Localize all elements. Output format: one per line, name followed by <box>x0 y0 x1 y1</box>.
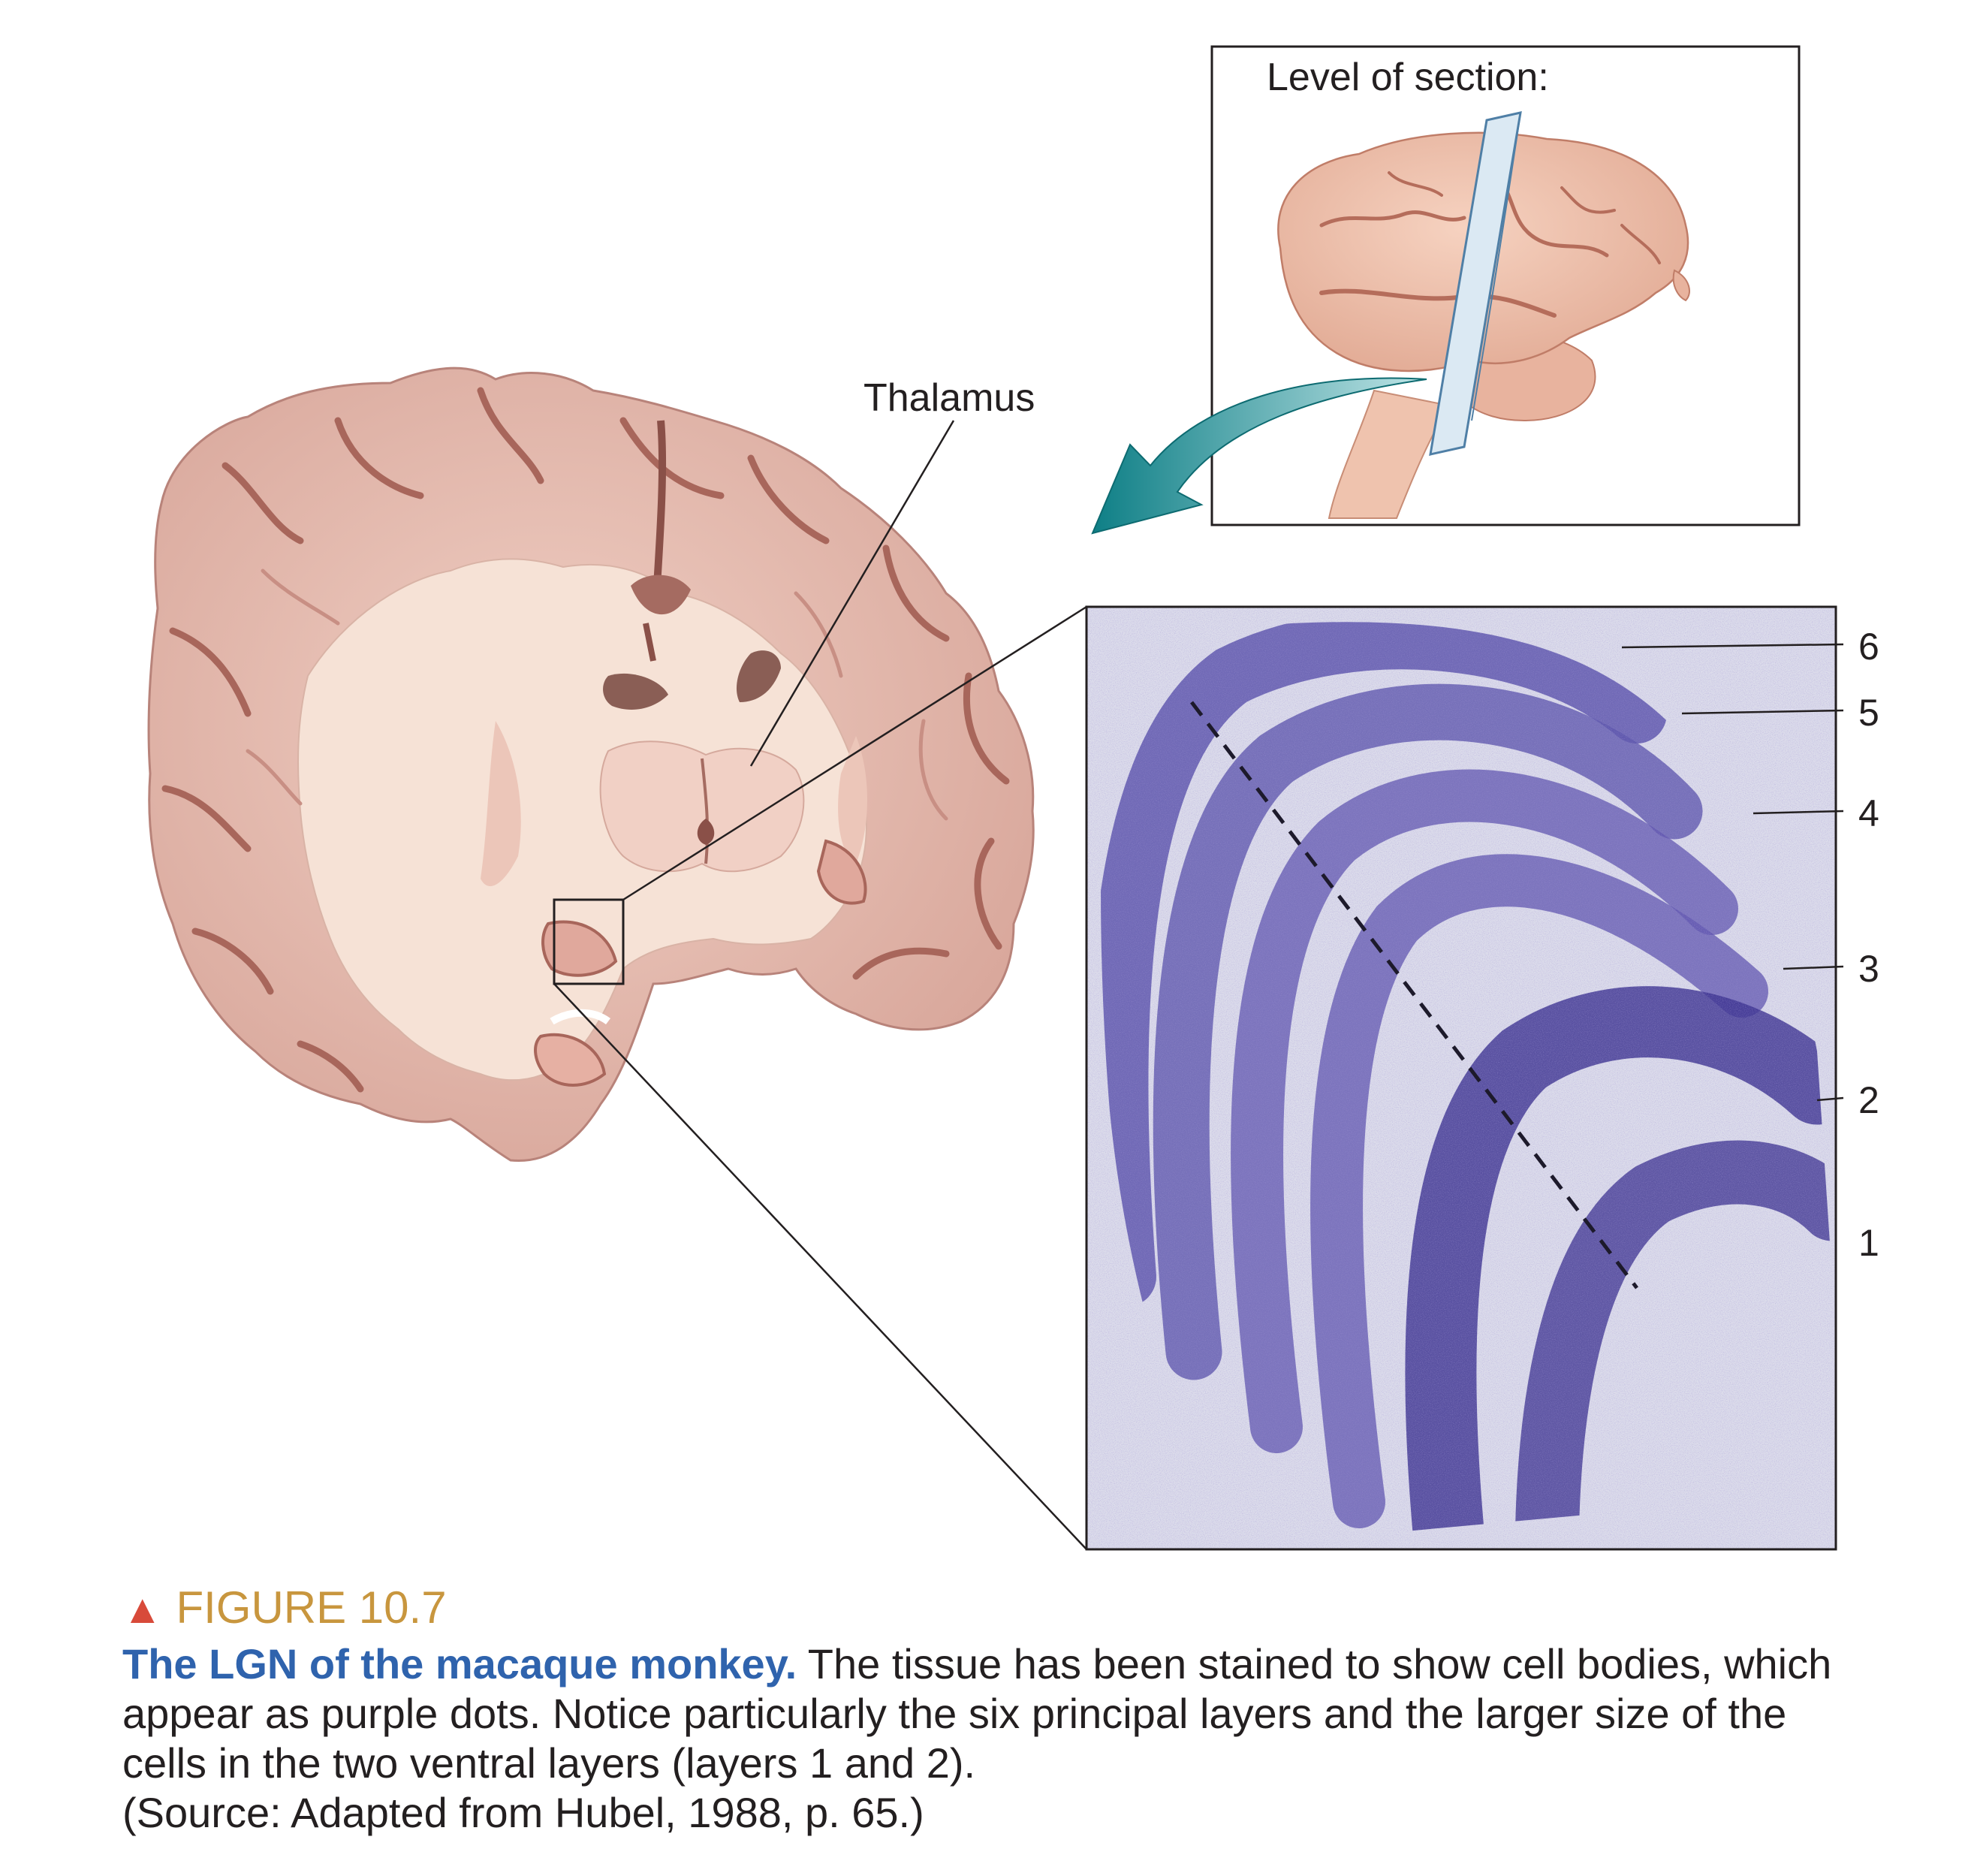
thalamus-region <box>599 740 805 873</box>
lgn-highlight-box <box>553 898 625 985</box>
lateral-brain-illustration <box>1277 111 1690 519</box>
caption-body: The LGN of the macaque monkey. The tissu… <box>122 1639 1849 1838</box>
lateral-ventricle-right <box>736 650 781 702</box>
zoom-line-top <box>622 605 1087 901</box>
layer-leader-lines <box>1621 643 1844 1102</box>
lgn-micrograph <box>1085 605 1837 1551</box>
section-level-inset: Level of section: <box>1210 45 1801 526</box>
layer-label-3: 3 <box>1858 948 1879 990</box>
figure-caption: ▲ FIGURE 10.7 The LGN of the macaque monk… <box>122 1581 1849 1838</box>
section-plane <box>1429 111 1522 456</box>
section-arrow <box>1091 377 1427 535</box>
layer-label-6: 6 <box>1858 626 1879 668</box>
layer-label-1: 1 <box>1858 1222 1879 1264</box>
caption-text: The tissue has been stained to show cell… <box>122 1640 1832 1787</box>
figure-illustration: Level of section: <box>147 45 1879 1551</box>
layer-label-4: 4 <box>1858 792 1879 834</box>
thalamus-leader-line <box>749 420 955 767</box>
caption-title: The LGN of the macaque monkey. <box>122 1640 797 1687</box>
micrograph-frame <box>1085 605 1837 1551</box>
figure-heading: ▲ FIGURE 10.7 <box>122 1581 1849 1636</box>
coronal-brain-section <box>147 366 1035 1163</box>
layer-label-5: 5 <box>1858 692 1879 734</box>
lateral-ventricle-left <box>603 673 668 710</box>
micrograph-dashed-line <box>1190 701 1638 1289</box>
level-of-section-label: Level of section: <box>1267 56 1549 99</box>
thalamus-label: Thalamus <box>863 376 1035 420</box>
caption-source: (Source: Adapted from Hubel, 1988, p. 65… <box>122 1789 924 1836</box>
triangle-icon: ▲ <box>122 1587 163 1632</box>
layer-labels: 6 5 4 3 2 1 <box>1858 626 1879 1264</box>
zoom-line-bottom <box>553 983 1087 1550</box>
layer-label-2: 2 <box>1858 1079 1879 1121</box>
figure-number: FIGURE 10.7 <box>176 1582 447 1633</box>
